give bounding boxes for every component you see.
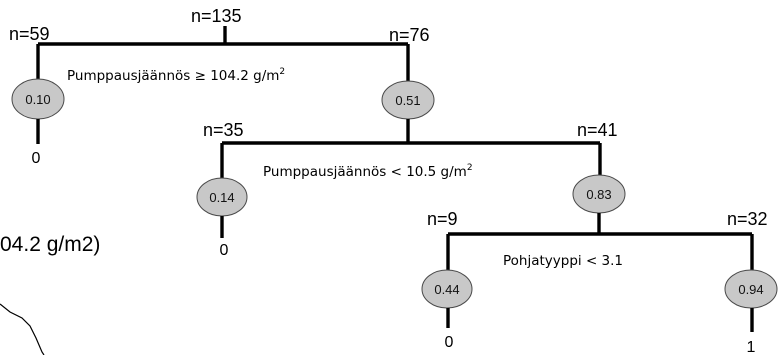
root-split-condition-superscript: 2 xyxy=(279,67,285,77)
root-right-count-label: n=76 xyxy=(389,25,430,45)
root-left-count-label: n=59 xyxy=(9,24,50,44)
level2-right-count-label: n=41 xyxy=(577,120,618,140)
level3-left-count-label: n=9 xyxy=(427,209,458,229)
leaf-node-0-94-class: 1 xyxy=(747,339,756,355)
level2-split-condition-superscript: 2 xyxy=(467,163,473,173)
leaf-node-0-14-value: 0.14 xyxy=(209,190,234,205)
background-map-line xyxy=(0,303,45,355)
leaf-node-0-10-class: 0 xyxy=(32,150,41,167)
leaf-node-0-14-class: 0 xyxy=(220,242,229,259)
level2-split-condition: Pumppausjäännös < 10.5 g/m2 xyxy=(263,163,473,180)
level3-right-count-label: n=32 xyxy=(727,209,768,229)
leaf-node-0-10-value: 0.10 xyxy=(25,92,50,107)
level2-split-condition-text: Pumppausjäännös < 10.5 g/m xyxy=(263,164,467,180)
internal-node-0-83-value: 0.83 xyxy=(586,187,611,202)
root-split-condition: Pumppausjäännös ≥ 104.2 g/m2 xyxy=(67,67,285,84)
leaf-node-0-44-class: 0 xyxy=(445,334,454,351)
root-split-condition-text: Pumppausjäännös ≥ 104.2 g/m xyxy=(67,68,279,84)
level3-split-condition: Pohjatyyppi < 3.1 xyxy=(503,253,623,269)
level2-left-count-label: n=35 xyxy=(203,120,244,140)
root-count-label: n=135 xyxy=(191,6,242,26)
leaf-node-0-94-value: 0.94 xyxy=(738,282,763,297)
background-fragment-text: 04.2 g/m2) xyxy=(0,233,100,256)
internal-node-0-51-value: 0.51 xyxy=(395,93,420,108)
leaf-node-0-44-value: 0.44 xyxy=(434,282,459,297)
